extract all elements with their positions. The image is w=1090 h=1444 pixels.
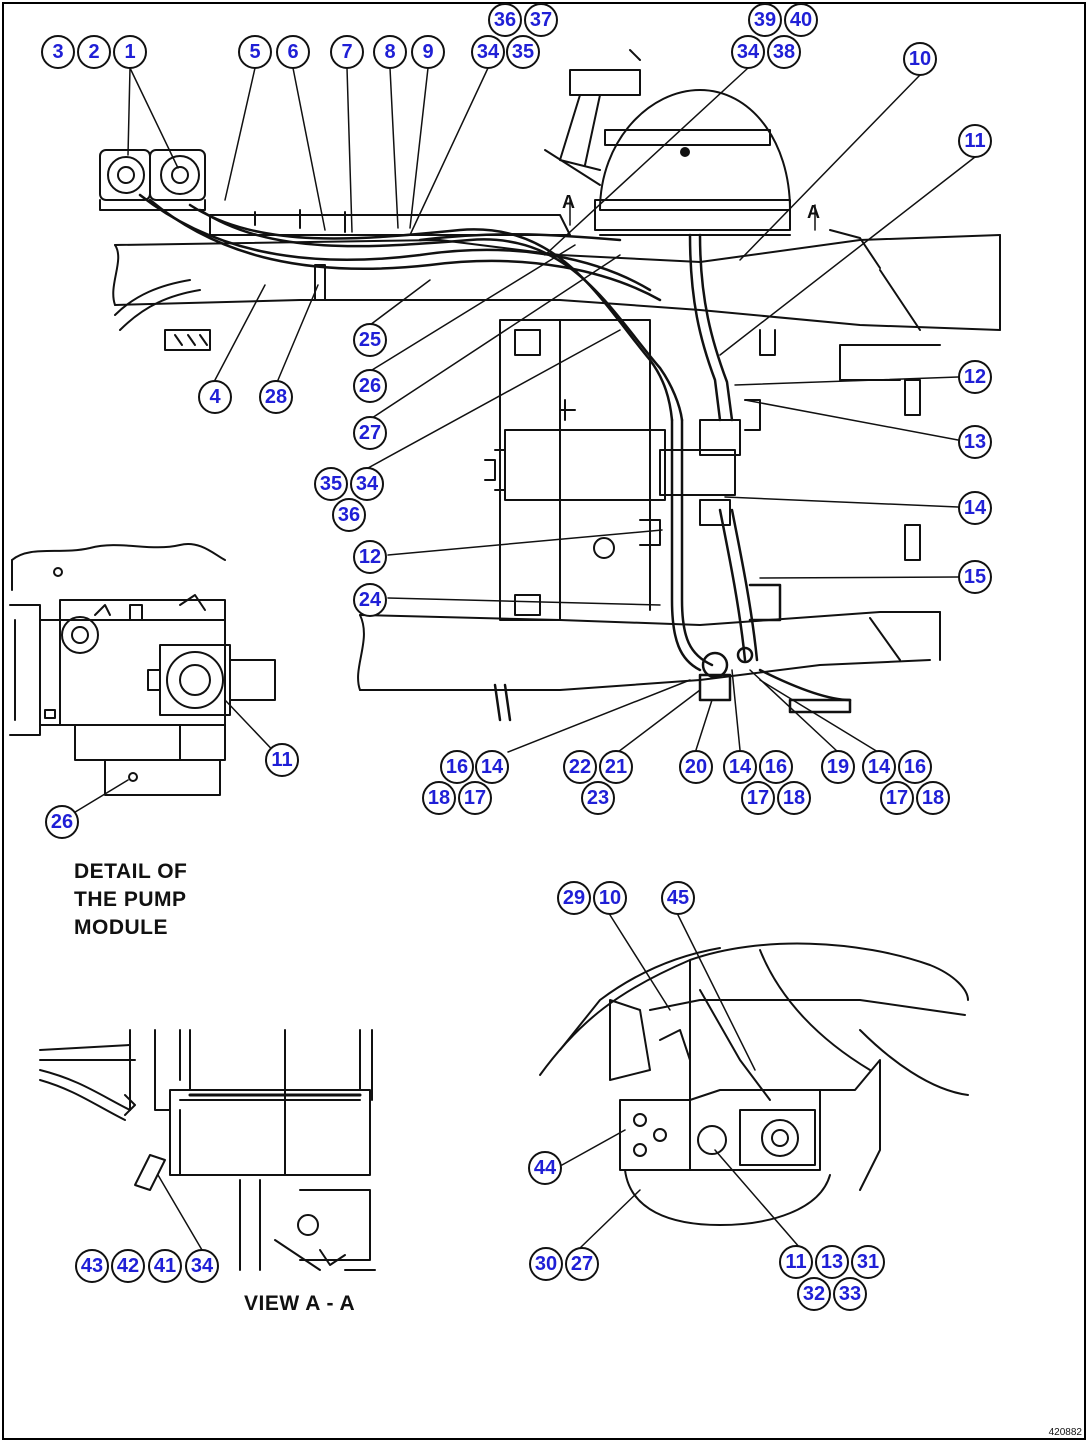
callout-36-mid[interactable]: 36 [332, 498, 366, 532]
callout-11-detail[interactable]: 11 [265, 743, 299, 777]
callout-42[interactable]: 42 [111, 1249, 145, 1283]
section-marker-right: A [807, 202, 820, 222]
view-a-a [39, 1029, 376, 1271]
callout-16-c[interactable]: 16 [898, 750, 932, 784]
callout-20[interactable]: 20 [679, 750, 713, 784]
callout-23[interactable]: 23 [581, 781, 615, 815]
callout-38[interactable]: 38 [767, 35, 801, 69]
section-marker-left: A [562, 192, 575, 212]
callout-10-top[interactable]: 10 [903, 42, 937, 76]
callout-40[interactable]: 40 [784, 3, 818, 37]
callout-14-c[interactable]: 14 [862, 750, 896, 784]
callout-3[interactable]: 3 [41, 35, 75, 69]
detail-caption: DETAIL OF THE PUMP MODULE [74, 860, 188, 939]
callout-33[interactable]: 33 [833, 1277, 867, 1311]
callout-31[interactable]: 31 [851, 1245, 885, 1279]
callout-6[interactable]: 6 [276, 35, 310, 69]
callout-8[interactable]: 8 [373, 35, 407, 69]
lower-hoses [493, 418, 852, 722]
callout-27-lower[interactable]: 27 [565, 1247, 599, 1281]
callout-4[interactable]: 4 [198, 380, 232, 414]
callout-2[interactable]: 2 [77, 35, 111, 69]
callout-24[interactable]: 24 [353, 583, 387, 617]
callout-17-b[interactable]: 17 [741, 781, 775, 815]
callout-18-a[interactable]: 18 [422, 781, 456, 815]
callout-39[interactable]: 39 [748, 3, 782, 37]
callout-16-b[interactable]: 16 [759, 750, 793, 784]
callout-11-top[interactable]: 11 [958, 124, 992, 158]
callout-37[interactable]: 37 [524, 3, 558, 37]
callout-11-lower[interactable]: 11 [779, 1245, 813, 1279]
callout-28[interactable]: 28 [259, 380, 293, 414]
drawing-id: 420882 [1048, 1427, 1082, 1438]
callout-34-mid[interactable]: 34 [350, 467, 384, 501]
upper-crossmember [114, 209, 571, 351]
callout-10-lower[interactable]: 10 [593, 881, 627, 915]
callout-25[interactable]: 25 [353, 323, 387, 357]
callout-14-right[interactable]: 14 [958, 491, 992, 525]
callout-44[interactable]: 44 [528, 1151, 562, 1185]
callout-9[interactable]: 9 [411, 35, 445, 69]
twin-pumps [99, 149, 206, 211]
callout-26-detail[interactable]: 26 [45, 805, 79, 839]
callout-43[interactable]: 43 [75, 1249, 109, 1283]
callout-22[interactable]: 22 [563, 750, 597, 784]
callout-18-c[interactable]: 18 [916, 781, 950, 815]
callout-12-left[interactable]: 12 [353, 540, 387, 574]
callout-18-b[interactable]: 18 [777, 781, 811, 815]
callout-35-mid[interactable]: 35 [314, 467, 348, 501]
callout-35-top[interactable]: 35 [506, 35, 540, 69]
callout-34-top[interactable]: 34 [471, 35, 505, 69]
tank-lower-view [539, 914, 969, 1249]
callout-17-c[interactable]: 17 [880, 781, 914, 815]
callout-19[interactable]: 19 [821, 750, 855, 784]
callout-16-a[interactable]: 16 [440, 750, 474, 784]
callout-26-main[interactable]: 26 [353, 369, 387, 403]
callout-14-a[interactable]: 14 [475, 750, 509, 784]
callout-13-main[interactable]: 13 [958, 425, 992, 459]
callout-36-top[interactable]: 36 [488, 3, 522, 37]
callout-45[interactable]: 45 [661, 881, 695, 915]
leader-lines-main [127, 67, 976, 753]
callout-32[interactable]: 32 [797, 1277, 831, 1311]
callout-41[interactable]: 41 [148, 1249, 182, 1283]
hydraulic-tank [544, 49, 791, 236]
center-pump-module [484, 319, 941, 621]
callout-27-main[interactable]: 27 [353, 416, 387, 450]
callout-17-a[interactable]: 17 [458, 781, 492, 815]
callout-15[interactable]: 15 [958, 560, 992, 594]
callout-7[interactable]: 7 [330, 35, 364, 69]
callout-12-right[interactable]: 12 [958, 360, 992, 394]
callout-13-lower[interactable]: 13 [815, 1245, 849, 1279]
callout-21[interactable]: 21 [599, 750, 633, 784]
callout-14-b[interactable]: 14 [723, 750, 757, 784]
callout-1[interactable]: 1 [113, 35, 147, 69]
callout-34-tank[interactable]: 34 [731, 35, 765, 69]
callout-5[interactable]: 5 [238, 35, 272, 69]
callout-30[interactable]: 30 [529, 1247, 563, 1281]
callout-34-view[interactable]: 34 [185, 1249, 219, 1283]
callout-29[interactable]: 29 [557, 881, 591, 915]
pump-module-detail [9, 543, 283, 821]
main-hoses-upper [138, 193, 734, 422]
view-caption: VIEW A - A [244, 1292, 356, 1315]
